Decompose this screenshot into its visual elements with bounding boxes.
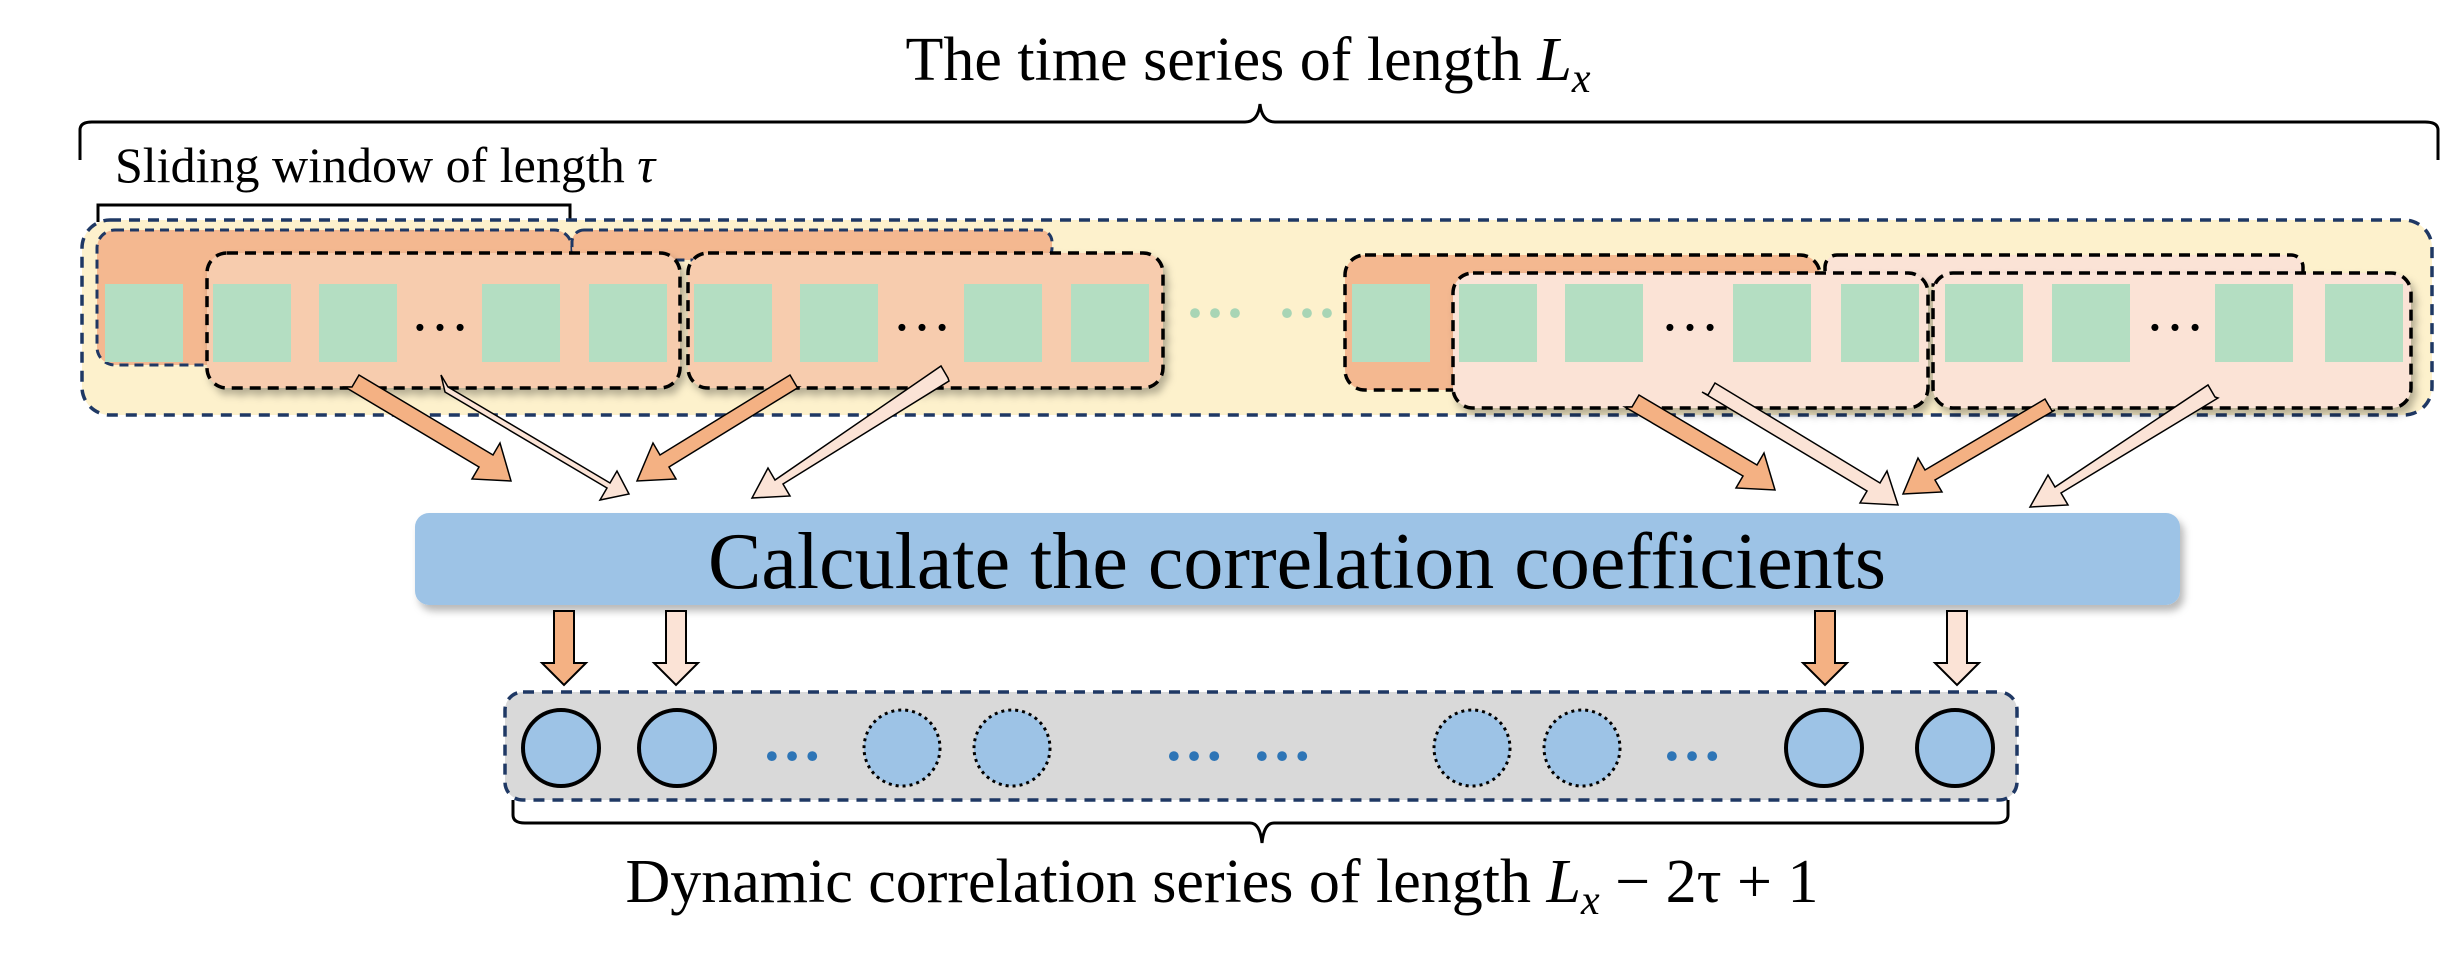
arrow-diag-5 [1622,393,1777,491]
output-series-label: Dynamic correlation series of length Lx … [625,848,1818,924]
arrow-diag-8 [2028,383,2220,508]
series-element [1459,284,1537,362]
output-dots-2: … [1164,707,1224,773]
series-element [800,284,878,362]
series-element [482,284,560,362]
calculate-label: Calculate the correlation coefficients [708,518,1886,606]
calculate-box [415,513,2180,605]
series-gap-dots-2: ··· [1277,280,1337,346]
correlation-node [637,708,717,788]
arrow-down-2 [651,610,701,687]
arrow-diag-6 [1701,381,1900,506]
arrow-diag-4 [750,364,950,499]
output-dots-4: … [1662,707,1722,773]
ellipsis: … [410,277,470,343]
arrow-diag-3 [635,373,802,482]
window-right-b: … [1931,271,2413,410]
series-element [2052,284,2130,362]
correlation-node [521,708,601,788]
window-left-b: … [686,251,1165,390]
series-element [1945,284,2023,362]
correlation-node [1784,708,1864,788]
series-brace [78,103,2440,160]
window-bracket [96,203,572,222]
ellipsis: … [892,277,952,343]
series-element [319,284,397,362]
series-element [694,284,772,362]
arrow-down-4 [1932,610,1982,687]
ellipsis: … [1660,277,1720,343]
output-dots-3: … [1252,707,1312,773]
sliding-window-label: Sliding window of length τ [115,137,657,193]
series-element [213,284,291,362]
arrow-diag-7 [1901,397,2056,495]
correlation-node-dashed [1542,708,1622,788]
series-element [1565,284,1643,362]
element-right-0 [1352,284,1430,362]
series-element [1071,284,1149,362]
series-element [2215,284,2293,362]
series-element [1841,284,1919,362]
output-brace [511,800,2010,844]
series-element [2325,284,2403,362]
window-right-a: … [1451,271,1930,410]
correlation-node-dashed [862,708,942,788]
series-element [589,284,667,362]
time-series-title: The time series of length Lx [905,26,1590,102]
series-element [1733,284,1811,362]
output-dots-1: … [762,707,822,773]
series-element [964,284,1042,362]
ellipsis: … [2145,277,2205,343]
correlation-node-dashed [1432,708,1512,788]
correlation-node-dashed [972,708,1052,788]
arrow-diag-2 [440,374,631,502]
correlation-node [1915,708,1995,788]
arrow-diag-1 [342,373,513,482]
arrow-down-3 [1800,610,1850,687]
arrow-down-1 [539,610,589,687]
window-left-a: … [205,251,682,390]
series-gap-dots-1: ··· [1185,280,1245,346]
element-left-0 [105,284,183,362]
